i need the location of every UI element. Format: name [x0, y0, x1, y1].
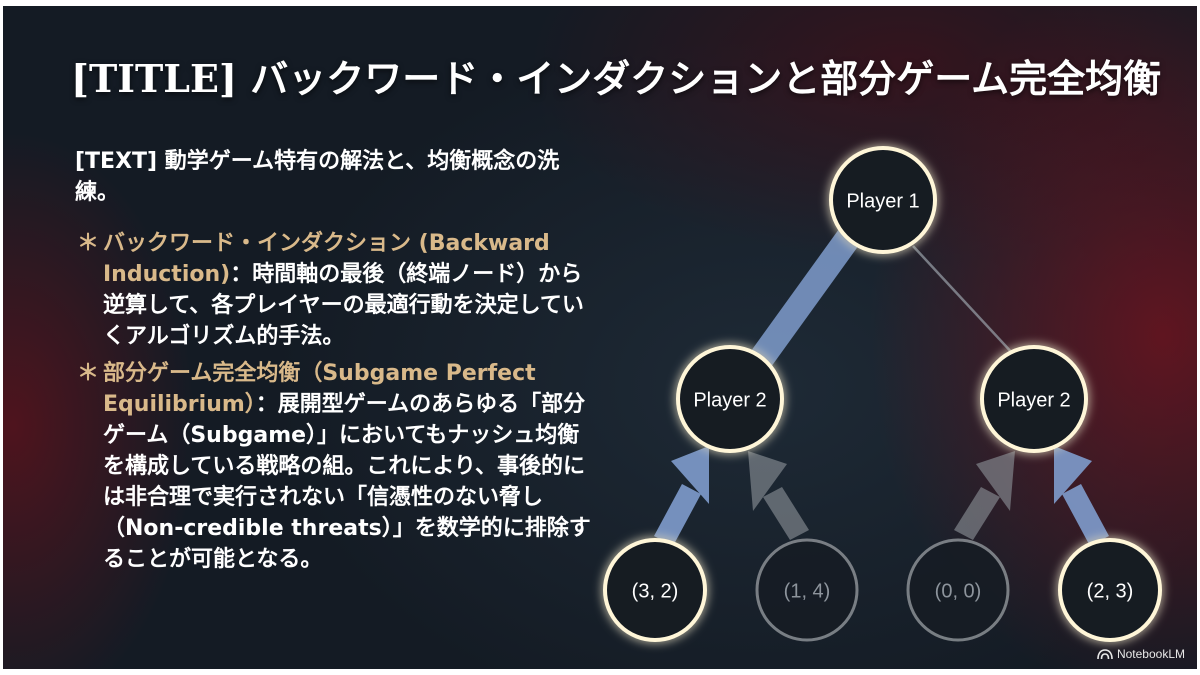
leaf-node: (2, 3) [1058, 538, 1162, 642]
leaf-node: (1, 4) [755, 538, 859, 642]
chosen-edge-root-left [751, 229, 859, 367]
bullet-body: ：時間軸の最後（終端ノード）から逆算して、各プレイヤーの最適行動を決定していくア… [103, 262, 584, 349]
notebooklm-icon [1097, 649, 1113, 660]
unchosen-arrow-left [748, 451, 809, 540]
bullet-term: バックワード・インダクション (Backward Induction) [103, 231, 550, 287]
node-player-2-left: Player 2 [676, 345, 784, 453]
bullet-subgame-perfect: ＊ 部分ゲーム完全均衡（Subgame Perfect Equilibrium）… [75, 358, 595, 575]
chosen-arrow-right [1054, 446, 1109, 546]
leaf-payoff: (3, 2) [632, 580, 679, 602]
leaf-node: (3, 2) [603, 538, 707, 642]
intro-text: [TEXT] 動学ゲーム特有の解法と、均衡概念の洗練。 [75, 149, 560, 205]
chosen-arrow-left [654, 446, 709, 546]
bullet-marker: ＊ [77, 231, 100, 256]
bullet-body: ：展開型ゲームのあらゆる「部分ゲーム（Subgame）」においてもナッシュ均衡を… [103, 392, 591, 572]
bullet-term: 部分ゲーム完全均衡（Subgame Perfect Equilibrium） [103, 361, 536, 417]
node-player-2-right: Player 2 [980, 345, 1088, 453]
slide: [TITLE] バックワード・インダクションと部分ゲーム完全均衡 [TEXT] … [3, 6, 1197, 669]
brand-label: NotebookLM [1116, 647, 1185, 661]
leaf-payoff: (2, 3) [1087, 580, 1134, 602]
leaf-node: (0, 0) [906, 538, 1010, 642]
node-label: Player 1 [846, 190, 919, 212]
node-label: Player 2 [997, 389, 1070, 411]
brand-watermark: NotebookLM [1097, 647, 1185, 661]
slide-title: [TITLE] バックワード・インダクションと部分ゲーム完全均衡 [71, 56, 1162, 101]
game-tree-diagram: Player 1 Player 2 Player 2 (3, 2) (1, 4)… [603, 146, 1162, 642]
bullet-marker: ＊ [77, 361, 100, 386]
node-player-1: Player 1 [829, 146, 937, 254]
bullet-backward-induction: ＊ バックワード・インダクション (Backward Induction)：時間… [75, 228, 595, 352]
node-label: Player 2 [693, 389, 766, 411]
leaf-payoff: (1, 4) [784, 580, 831, 602]
bullet-list: ＊ バックワード・インダクション (Backward Induction)：時間… [75, 228, 595, 581]
leaf-payoff: (0, 0) [935, 580, 982, 602]
unchosen-arrow-right [954, 451, 1015, 540]
edge-root-right [912, 245, 1016, 357]
